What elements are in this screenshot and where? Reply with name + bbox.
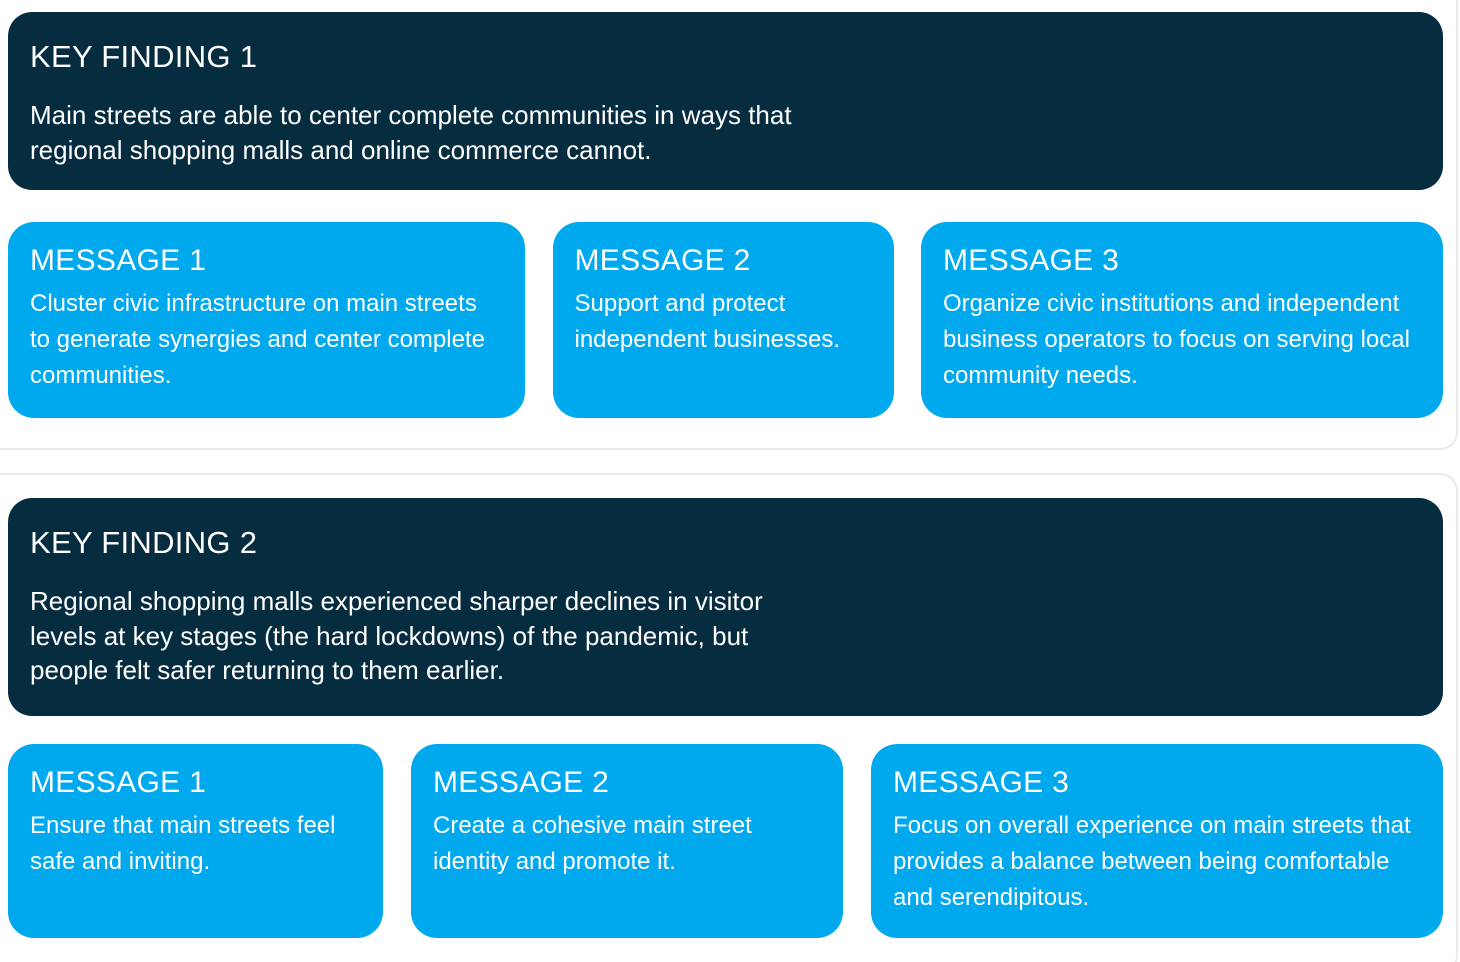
message-text: Focus on overall experience on main stre… bbox=[893, 812, 1411, 911]
message-text: Support and protect independent business… bbox=[574, 290, 841, 353]
message-title: MESSAGE 2 bbox=[574, 244, 751, 277]
message-card-2-1: MESSAGE 1 Ensure that main streets feel … bbox=[8, 744, 383, 938]
message-title: MESSAGE 3 bbox=[943, 244, 1120, 277]
message-title: MESSAGE 3 bbox=[893, 766, 1070, 799]
message-title: MESSAGE 1 bbox=[30, 244, 207, 277]
message-row-1: MESSAGE 1 Cluster civic infrastructure o… bbox=[8, 222, 1443, 418]
key-finding-1-text: Main streets are able to center complete… bbox=[30, 100, 792, 165]
message-card-1-3: MESSAGE 3 Organize civic institutions an… bbox=[921, 222, 1443, 418]
message-card-1-2: MESSAGE 2 Support and protect independen… bbox=[552, 222, 894, 418]
message-card-2-2: MESSAGE 2 Create a cohesive main street … bbox=[411, 744, 843, 938]
message-card-2-3: MESSAGE 3 Focus on overall experience on… bbox=[871, 744, 1443, 938]
message-text: Ensure that main streets feel safe and i… bbox=[30, 812, 336, 875]
key-finding-1-title: KEY FINDING 1 bbox=[30, 39, 258, 74]
message-text: Organize civic institutions and independ… bbox=[943, 290, 1410, 389]
key-finding-2-text: Regional shopping malls experienced shar… bbox=[30, 586, 763, 685]
key-finding-2-title: KEY FINDING 2 bbox=[30, 525, 258, 560]
message-title: MESSAGE 2 bbox=[433, 766, 610, 799]
message-card-1-1: MESSAGE 1 Cluster civic infrastructure o… bbox=[8, 222, 525, 418]
message-text: Cluster civic infrastructure on main str… bbox=[30, 290, 485, 389]
key-finding-1-card: KEY FINDING 1 Main streets are able to c… bbox=[8, 12, 1443, 190]
message-title: MESSAGE 1 bbox=[30, 766, 207, 799]
key-finding-2-card: KEY FINDING 2 Regional shopping malls ex… bbox=[8, 498, 1443, 716]
message-row-2: MESSAGE 1 Ensure that main streets feel … bbox=[8, 744, 1443, 938]
message-text: Create a cohesive main street identity a… bbox=[433, 812, 752, 875]
